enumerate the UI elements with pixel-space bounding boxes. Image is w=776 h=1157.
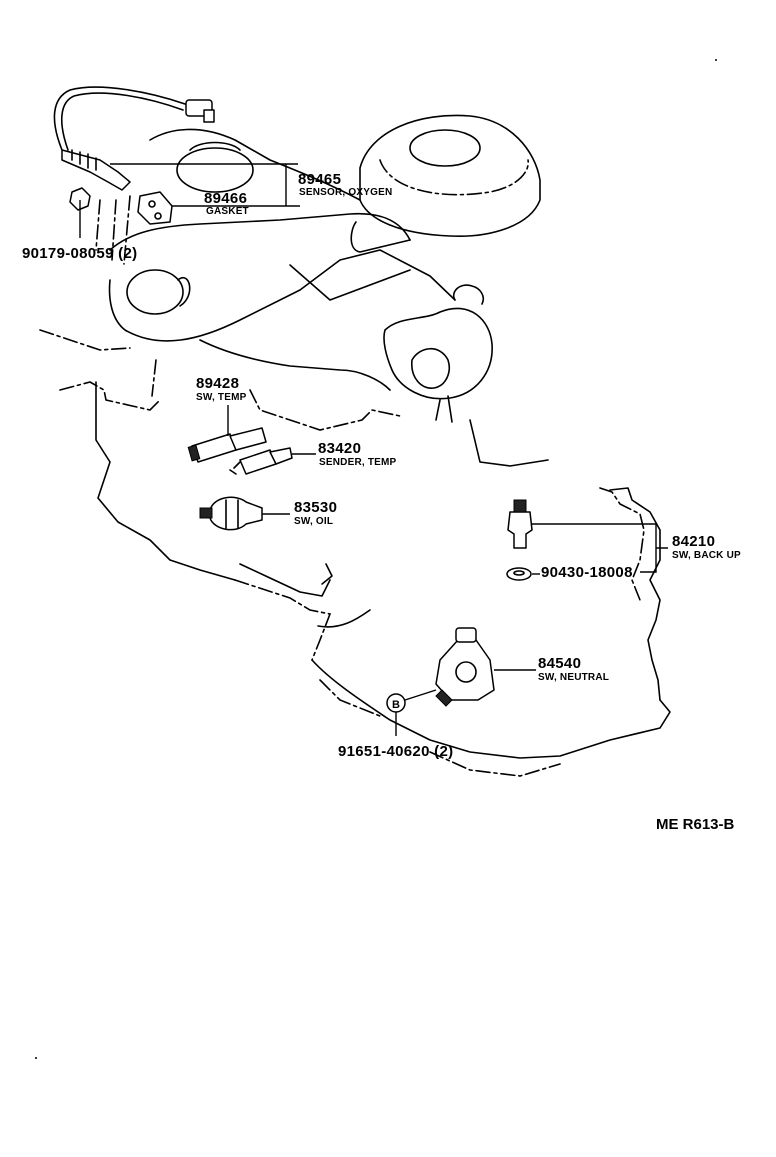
part-number-90430: 90430-18008 — [541, 564, 633, 581]
part-name-89428: SW, TEMP — [196, 392, 247, 403]
air-cleaner — [359, 114, 541, 237]
neutral-switch — [435, 639, 495, 701]
part-number-91651: 91651-40620 (2) — [338, 743, 454, 760]
part-name-84210: SW, BACK UP — [672, 550, 741, 561]
part-number-84210: 84210 — [672, 533, 716, 550]
sensor-wire — [53, 86, 201, 151]
part-name-83420: SENDER, TEMP — [319, 457, 397, 468]
exhaust-manifold — [149, 128, 361, 201]
part-number-89465: 89465 — [298, 171, 342, 188]
washer — [506, 567, 532, 581]
diagram-code: ME R613-B — [656, 816, 735, 833]
leader-91651 — [395, 689, 437, 736]
nut — [69, 187, 91, 211]
leader-84210 — [532, 523, 668, 573]
part-number-89428: 89428 — [196, 375, 240, 392]
oil-switch — [209, 496, 263, 531]
throttle-body — [383, 307, 493, 400]
part-name-83530: SW, OIL — [294, 516, 334, 527]
part-number-84540: 84540 — [538, 655, 582, 672]
part-name-89466: GASKET — [206, 206, 249, 217]
part-number-83420: 83420 — [318, 440, 362, 457]
leader-89465 — [110, 163, 298, 206]
part-name-89465: SENSOR, OXYGEN — [299, 187, 393, 198]
transmission-housing — [234, 579, 332, 661]
part-name-84540: SW, NEUTRAL — [538, 672, 610, 683]
gasket — [137, 191, 173, 225]
back-up-switch — [507, 511, 533, 549]
part-number-83530: 83530 — [294, 499, 338, 516]
part-number-89466: 89466 — [204, 190, 248, 207]
part-number-90179: 90179-08059 (2) — [22, 245, 138, 262]
bolt-marker-letter: B — [392, 699, 400, 711]
